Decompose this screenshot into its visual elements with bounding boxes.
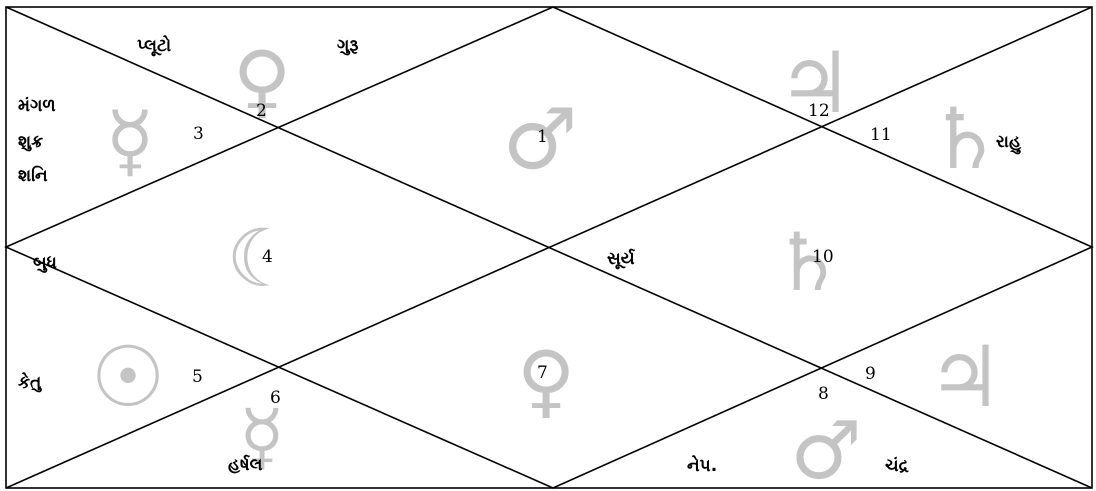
glyph-layer: ♀ ☿ ♂ ♃ ♄ ☾ ♄ ☉ ♀ ♃ ☿ ♂: [90, 34, 1002, 491]
house-number-3: 3: [193, 124, 204, 144]
grid-line-diagonal-2: [5, 6, 1093, 489]
sun-icon: ☉: [90, 328, 165, 426]
house-numbers: 1 2 3 4 5 6 7 8 9 10 11 12: [192, 101, 892, 408]
jupiter-icon: ♃: [927, 328, 1002, 426]
house-number-8: 8: [818, 384, 829, 404]
mars-icon: ♂: [790, 404, 862, 491]
jupiter-icon: ♃: [777, 34, 852, 132]
planet-label-mars: મંગળ: [18, 96, 56, 116]
saturn-icon: ♄: [927, 90, 1002, 188]
mercury-icon: ☿: [105, 94, 154, 187]
house-number-1: 1: [537, 127, 548, 147]
planet-labels: પ્લૂટો ગુરૂ મંગળ શુક્ર શનિ બુધ કેતુ હર્ષ…: [18, 34, 1022, 476]
planet-label-venus: શુક્ર: [18, 132, 43, 152]
planet-label-saturn: શનિ: [18, 165, 48, 186]
planet-label-ketu: કેતુ: [18, 371, 42, 393]
planet-label-pluto: પ્લૂટો: [137, 34, 171, 56]
house-number-5: 5: [192, 367, 203, 387]
planet-label-jupiter: ગુરૂ: [337, 36, 358, 56]
house-number-12: 12: [808, 101, 830, 121]
house-number-6: 6: [270, 388, 281, 408]
venus-icon: ♀: [517, 334, 576, 427]
planet-label-rahu: રાહુ: [996, 132, 1022, 155]
house-number-4: 4: [262, 247, 273, 267]
planet-label-sun: સૂર્ય: [607, 248, 636, 269]
house-number-11: 11: [870, 125, 892, 145]
planet-label-moon: ચંદ્ર: [885, 456, 910, 476]
saturn-icon: ♄: [772, 216, 844, 309]
house-number-9: 9: [865, 364, 876, 384]
mercury-icon: ☿: [239, 394, 284, 480]
house-number-10: 10: [812, 247, 834, 267]
mars-icon: ♂: [502, 90, 577, 188]
moon-icon: ☾: [226, 212, 298, 305]
house-number-2: 2: [256, 101, 267, 121]
grid-diamond: [4, 6, 1094, 489]
planet-label-mercury: બુધ: [33, 253, 57, 273]
planet-label-neptune: નેપ.: [687, 454, 717, 476]
planet-label-uranus: હર્ષલ: [228, 454, 263, 475]
chart-grid: [4, 6, 1094, 489]
venus-icon: ♀: [233, 34, 292, 127]
house-number-7: 7: [537, 363, 548, 383]
